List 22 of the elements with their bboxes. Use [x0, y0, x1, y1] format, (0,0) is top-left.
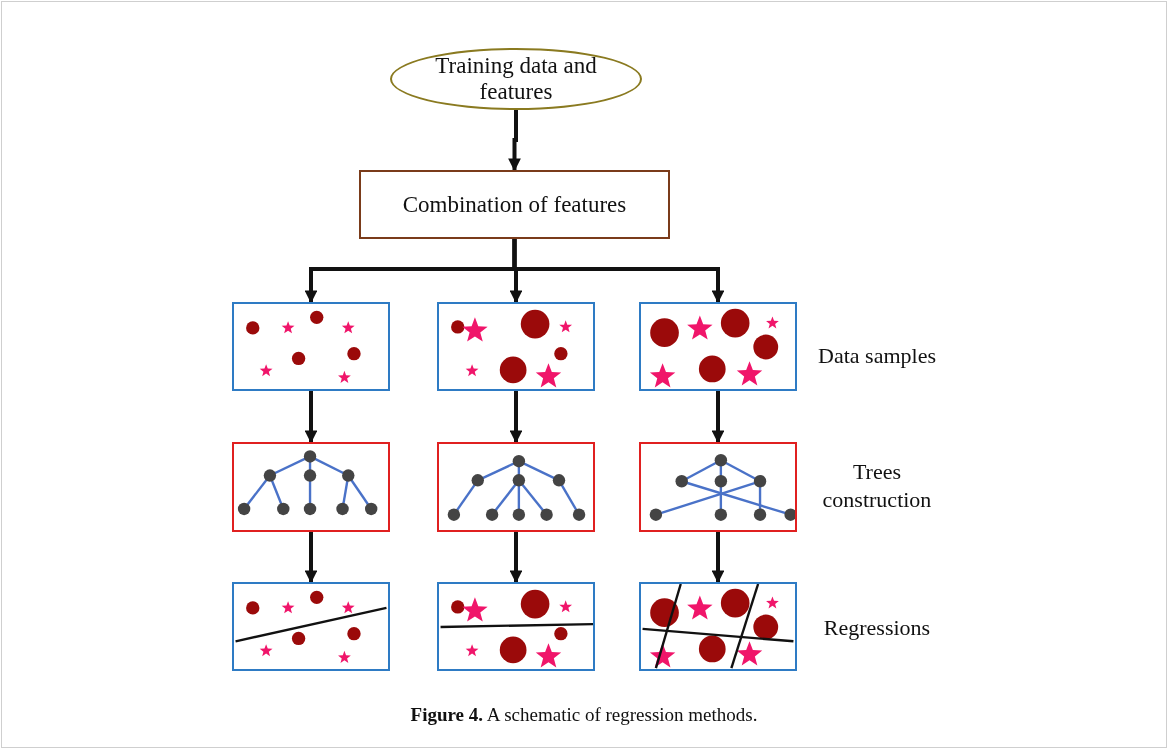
arrow — [509, 532, 523, 584]
arrow — [509, 391, 523, 444]
arrow — [512, 239, 725, 304]
tree-box — [639, 442, 797, 532]
arrow — [304, 391, 318, 444]
arrow — [304, 532, 318, 584]
process-box — [359, 170, 670, 239]
tree-box — [437, 442, 595, 532]
tree-box — [232, 442, 390, 532]
node-label: Combination of features — [401, 191, 628, 218]
row-label: Data samples — [817, 342, 937, 370]
arrow — [711, 532, 725, 584]
regression-box — [232, 582, 390, 671]
arrow — [711, 391, 725, 444]
figure-caption: Figure 4. A schematic of regression methods. — [409, 704, 759, 726]
row-label: Regressions — [822, 614, 932, 642]
sample-box — [437, 302, 595, 391]
arrow — [508, 110, 521, 172]
sample-box — [232, 302, 390, 391]
sample-box — [639, 302, 797, 391]
node-label: Training data and features — [434, 53, 598, 105]
row-label: Trees construction — [821, 458, 933, 513]
